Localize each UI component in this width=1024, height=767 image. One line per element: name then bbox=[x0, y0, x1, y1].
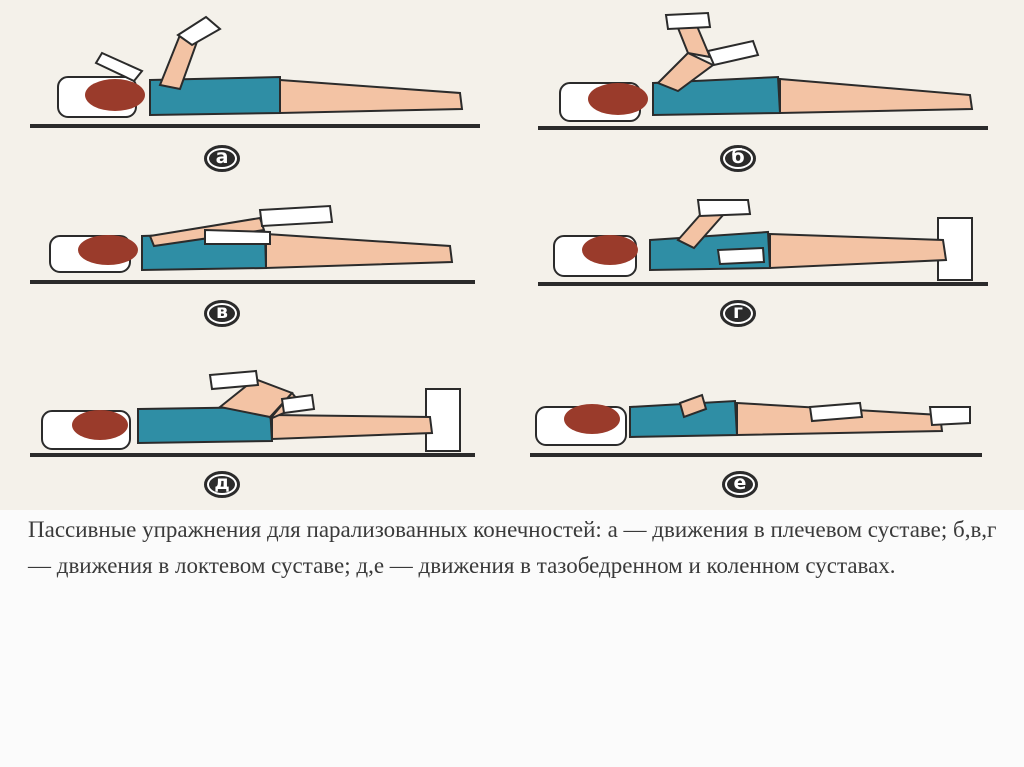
panel-a-drawing bbox=[30, 15, 480, 128]
panel-e: е bbox=[530, 335, 1000, 505]
panel-v-drawing bbox=[30, 204, 475, 284]
panel-d-drawing bbox=[30, 369, 475, 457]
panel-e-drawing bbox=[530, 393, 982, 457]
illustration-figure: а б bbox=[0, 0, 1024, 510]
panel-d: д bbox=[30, 335, 500, 505]
panel-d-label: д bbox=[204, 471, 240, 498]
panel-b-label: б bbox=[720, 145, 756, 172]
panel-b: б bbox=[538, 5, 1008, 175]
panel-g: г bbox=[538, 170, 1008, 340]
panel-v-label: в bbox=[204, 300, 240, 327]
figure-caption: Пассивные упражнения для парализованных … bbox=[28, 517, 997, 578]
panel-a: а bbox=[30, 5, 500, 175]
panel-e-label: е bbox=[722, 471, 758, 498]
panel-g-label: г bbox=[720, 300, 756, 327]
panel-b-drawing bbox=[538, 11, 988, 130]
panel-a-label: а bbox=[204, 145, 240, 172]
panel-v: в bbox=[30, 170, 500, 340]
panel-g-drawing bbox=[538, 199, 988, 286]
